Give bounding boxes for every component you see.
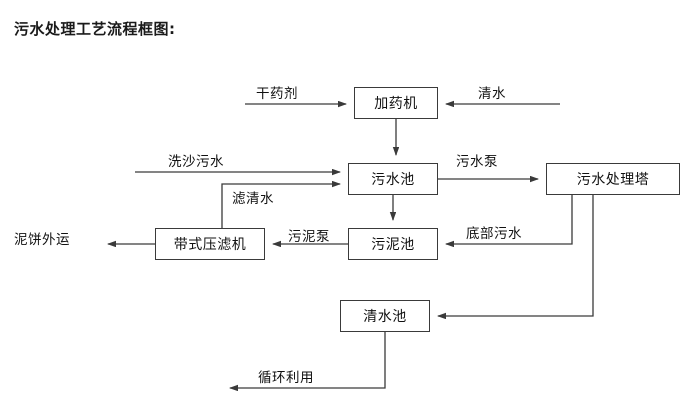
node-treatment-tower[interactable]: 污水处理塔 xyxy=(546,163,680,195)
node-label-belt-press: 带式压滤机 xyxy=(173,237,247,253)
edge-label-bottom-sewage: 底部污水 xyxy=(466,226,522,242)
edge-label-filtered-water: 滤清水 xyxy=(232,191,274,207)
node-label-sewage-pool: 污水池 xyxy=(371,172,415,188)
node-dosing-machine[interactable]: 加药机 xyxy=(354,87,438,119)
page-title: 污水处理工艺流程框图: xyxy=(14,20,176,38)
edge-label-sand-wash-water: 洗沙污水 xyxy=(168,154,224,170)
node-clear-water-pool[interactable]: 清水池 xyxy=(340,300,430,332)
edge-label-dry-chemical: 干药剂 xyxy=(256,86,298,102)
edge-label-sludge-pump: 污泥泵 xyxy=(288,229,330,245)
node-label-dosing-machine: 加药机 xyxy=(374,96,418,112)
node-label-treatment-tower: 污水处理塔 xyxy=(576,172,650,188)
node-label-clear-water-pool: 清水池 xyxy=(363,309,407,325)
node-sewage-pool[interactable]: 污水池 xyxy=(348,163,438,195)
connector-filtered-water-to-sewage-pool xyxy=(221,180,341,228)
connector-tower-to-sludge-pool xyxy=(445,195,573,248)
node-sludge-pool[interactable]: 污泥池 xyxy=(348,228,438,260)
connector-tower-to-clear-water-pool xyxy=(437,195,594,320)
terminal-label-mud-cake-out: 泥饼外运 xyxy=(14,232,70,248)
edge-label-sewage-pump: 污水泵 xyxy=(456,154,498,170)
connector-clear-water-pool-to-recycle xyxy=(229,332,386,392)
edge-label-clean-water: 清水 xyxy=(478,86,506,102)
node-label-sludge-pool: 污泥池 xyxy=(371,237,415,253)
terminal-label-recycle-reuse: 循环利用 xyxy=(258,370,314,386)
node-belt-press[interactable]: 带式压滤机 xyxy=(155,228,265,260)
